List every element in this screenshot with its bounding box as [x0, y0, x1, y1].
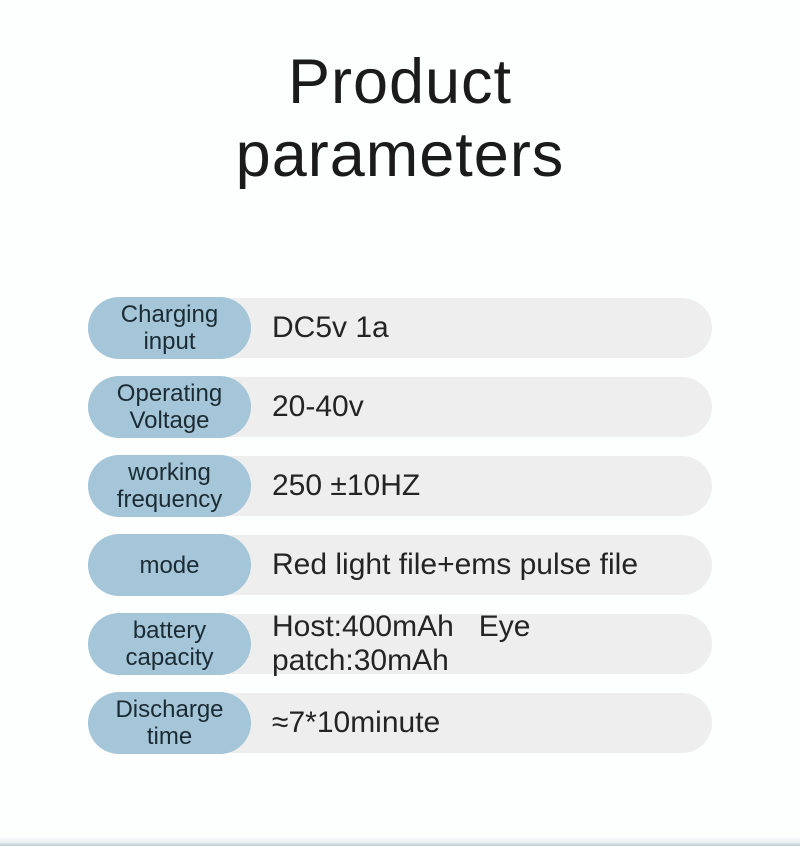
parameter-label-line: Discharge: [115, 696, 224, 723]
parameter-value: Red light file+ems pulse file: [272, 548, 639, 581]
page-title-line1: Product: [287, 47, 513, 117]
parameter-value: ≈7*10minute: [272, 706, 441, 739]
parameter-label-line: Voltage: [129, 407, 210, 434]
parameter-value: DC5v 1a: [272, 311, 389, 344]
parameter-label-line: frequency: [116, 486, 223, 513]
parameter-value: 20-40v: [272, 390, 364, 423]
page-title-line2: parameters: [235, 120, 565, 190]
parameter-label-line: time: [146, 723, 193, 750]
parameter-label-line: input: [143, 328, 196, 355]
parameter-value: Host:400mAh Eye patch:30mAh: [272, 610, 539, 677]
parameter-label-line: capacity: [125, 644, 214, 671]
parameter-label-line: battery: [132, 617, 207, 644]
bottom-accent-strip: [0, 836, 800, 846]
parameter-value: 250 ±10HZ: [272, 469, 421, 502]
parameter-label-line: mode: [139, 551, 200, 579]
parameter-label-line: working: [128, 459, 211, 486]
parameter-label-pill: mode: [88, 534, 251, 596]
parameter-label-line: Charging: [120, 301, 219, 328]
parameter-row: mode Red light file+ems pulse file: [88, 534, 712, 596]
parameter-label-line: Operating: [116, 380, 223, 407]
